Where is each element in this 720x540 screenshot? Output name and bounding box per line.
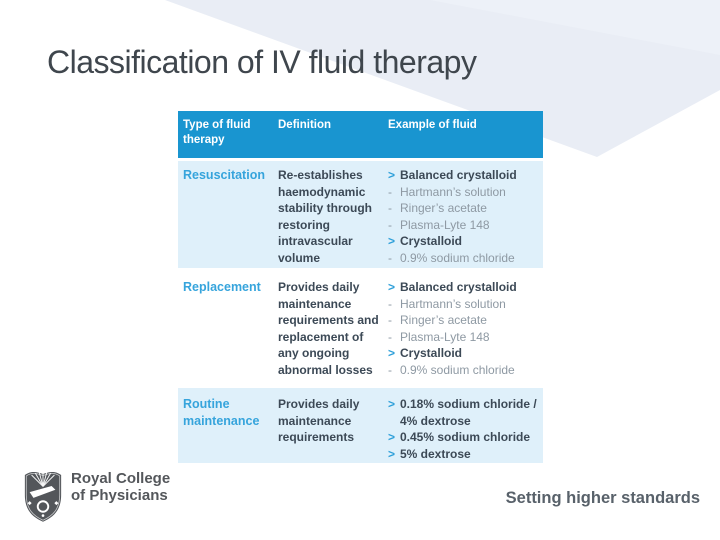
- example-text: Balanced crystalloid: [400, 280, 517, 294]
- rcp-crest-shield-icon: [24, 471, 62, 522]
- example-text: Crystalloid: [400, 346, 463, 360]
- example-item: > Balanced crystalloid: [388, 167, 541, 184]
- example-text: Crystalloid: [400, 234, 463, 248]
- examples-cell: >Balanced crystalloid-Hartmann’s solutio…: [383, 279, 543, 388]
- example-item: > Balanced crystalloid: [388, 279, 541, 296]
- example-item: > Crystalloid: [388, 233, 541, 250]
- chevron-bullet-icon: >: [388, 430, 396, 444]
- org-name: Royal College of Physicians: [71, 470, 170, 504]
- table-header-row: Type of fluid therapy Definition Example…: [178, 111, 543, 158]
- example-text: Ringer’s acetate: [400, 313, 487, 327]
- column-header-definition: Definition: [278, 119, 332, 131]
- chevron-bullet-icon: >: [388, 346, 396, 360]
- slide-title: Classification of IV fluid therapy: [47, 44, 477, 80]
- example-item: -0.9% sodium chloride: [388, 250, 541, 267]
- table-row: Resuscitation Re-establishes haemodynamic…: [178, 161, 543, 268]
- dash-bullet-icon: -: [388, 184, 392, 199]
- example-item: -Ringer’s acetate: [388, 312, 541, 329]
- org-name-line1: Royal College: [71, 470, 171, 487]
- example-text: Balanced crystalloid: [400, 168, 517, 182]
- table-body: Resuscitation Re-establishes haemodynamic…: [178, 161, 543, 463]
- example-item: >5% dextrose: [388, 446, 541, 463]
- example-text: Plasma-Lyte 148: [400, 329, 490, 344]
- definition-cell: Re-establishes haemodynamic stability th…: [278, 168, 372, 265]
- example-item: -Plasma-Lyte 148: [388, 329, 541, 346]
- tagline: Setting higher standards: [505, 489, 700, 507]
- chevron-bullet-icon: >: [388, 280, 396, 294]
- chevron-bullet-icon: >: [388, 168, 396, 182]
- dash-bullet-icon: -: [388, 362, 392, 377]
- example-text: Plasma-Lyte 148: [400, 217, 490, 232]
- example-text: Hartmann’s solution: [400, 296, 506, 311]
- org-name-line2: of Physicians: [71, 487, 168, 504]
- dash-bullet-icon: -: [388, 313, 392, 327]
- dash-bullet-icon: -: [388, 217, 392, 232]
- example-text: 0.9% sodium chloride: [400, 362, 515, 377]
- example-item: -0.9% sodium chloride: [388, 362, 541, 379]
- examples-cell: >Balanced crystalloid-Hartmann’s solutio…: [383, 167, 543, 268]
- example-text: Ringer’s acetate: [400, 201, 487, 215]
- definition-cell: Provides daily maintenance requirements …: [278, 280, 379, 377]
- chevron-bullet-icon: >: [388, 446, 396, 461]
- example-text: 0.18% sodium chloride / 4% dextrose: [400, 397, 537, 428]
- example-item: > Crystalloid: [388, 345, 541, 362]
- example-text: 0.9% sodium chloride: [400, 250, 515, 265]
- column-header-example: Example of fluid: [388, 119, 477, 131]
- type-cell: Replacement: [183, 280, 261, 294]
- type-cell: Routine maintenance: [183, 397, 260, 428]
- column-header-type: Type of fluid therapy: [183, 119, 251, 146]
- fluid-therapy-table: Type of fluid therapy Definition Example…: [178, 111, 543, 463]
- table-row: Replacement Provides daily maintenance re…: [178, 268, 543, 388]
- chevron-bullet-icon: >: [388, 234, 396, 248]
- dash-bullet-icon: -: [388, 329, 392, 344]
- dash-bullet-icon: -: [388, 296, 392, 311]
- example-item: -Hartmann’s solution: [388, 296, 541, 313]
- example-item: >0.18% sodium chloride / 4% dextrose: [388, 396, 541, 429]
- example-text: 5% dextrose: [400, 446, 471, 461]
- table-row: Routine maintenance Provides daily mainte…: [178, 388, 543, 463]
- definition-cell: Provides daily maintenance requirements: [278, 397, 360, 444]
- example-item: -Plasma-Lyte 148: [388, 217, 541, 234]
- dash-bullet-icon: -: [388, 201, 392, 215]
- example-item: -Ringer’s acetate: [388, 200, 541, 217]
- chevron-bullet-icon: >: [388, 397, 396, 411]
- example-item: >0.45% sodium chloride: [388, 429, 541, 446]
- dash-bullet-icon: -: [388, 250, 392, 265]
- example-text: 0.45% sodium chloride: [400, 430, 531, 444]
- examples-cell: >0.18% sodium chloride / 4% dextrose>0.4…: [383, 396, 543, 463]
- example-item: -Hartmann’s solution: [388, 184, 541, 201]
- example-text: Hartmann’s solution: [400, 184, 506, 199]
- type-cell: Resuscitation: [183, 168, 265, 182]
